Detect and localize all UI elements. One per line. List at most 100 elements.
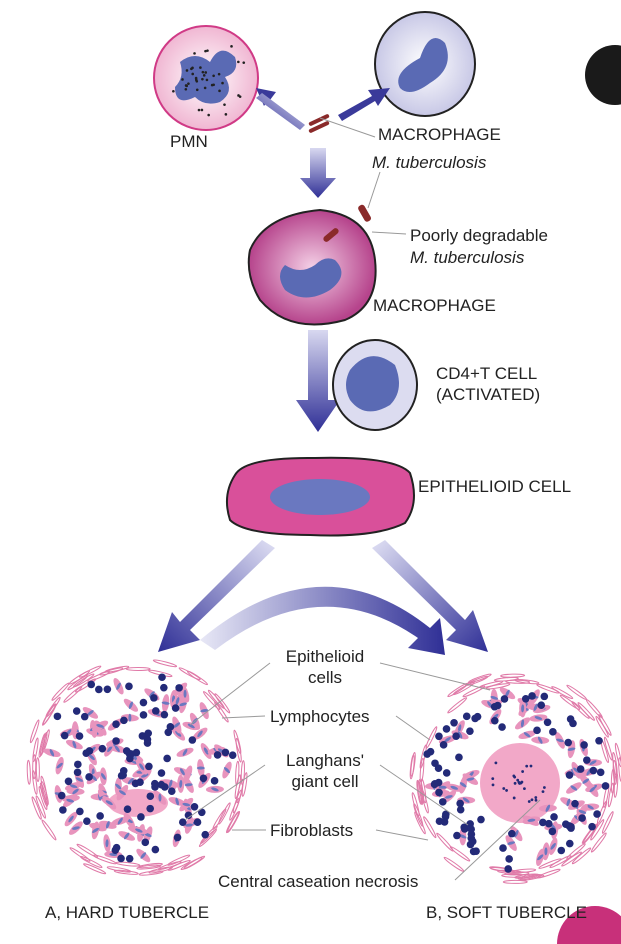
lymphocyte bbox=[151, 845, 160, 854]
lymphocyte bbox=[589, 766, 598, 775]
fibroblast bbox=[421, 789, 429, 814]
hard-tubercle bbox=[26, 659, 248, 876]
fibroblast bbox=[218, 802, 231, 825]
necrotic-debris bbox=[534, 798, 538, 802]
fibroblast bbox=[416, 779, 423, 805]
lymphocyte bbox=[500, 695, 509, 703]
label-poorly-m-tuberculosis: M. tuberculosis bbox=[410, 248, 525, 267]
macrophage-cell bbox=[374, 11, 476, 117]
label-langhans-line2: giant cell bbox=[291, 772, 359, 791]
granule bbox=[205, 78, 209, 82]
lymphocyte bbox=[98, 744, 107, 753]
granule bbox=[187, 82, 190, 85]
lymphocyte bbox=[431, 759, 439, 768]
pmn-cell bbox=[153, 25, 259, 131]
lymphocyte bbox=[74, 760, 82, 769]
granule bbox=[242, 61, 246, 64]
lymphocyte bbox=[565, 771, 574, 779]
granule bbox=[185, 84, 189, 88]
granule bbox=[230, 45, 233, 48]
necrotic-debris bbox=[491, 777, 495, 780]
corner-badge-bottom bbox=[557, 906, 621, 944]
fibroblast bbox=[183, 855, 206, 870]
fibroblast bbox=[410, 751, 416, 777]
lymphocyte bbox=[430, 780, 439, 789]
lymphocyte bbox=[583, 756, 591, 764]
lymphocyte bbox=[549, 728, 557, 736]
lymphocyte bbox=[87, 680, 96, 689]
necrotic-debris bbox=[541, 790, 545, 794]
arrow-to-macrophage bbox=[338, 88, 390, 121]
lymphocyte bbox=[112, 843, 121, 852]
lymphocyte bbox=[423, 750, 431, 758]
lymphocyte bbox=[477, 815, 485, 824]
arrow-to-pmn bbox=[256, 88, 305, 125]
lymphocyte bbox=[435, 732, 443, 741]
granule bbox=[204, 71, 208, 74]
lymphocyte bbox=[60, 731, 69, 740]
fibroblast bbox=[99, 667, 124, 676]
fibroblast bbox=[502, 879, 528, 884]
granule bbox=[223, 103, 226, 106]
lymphocyte bbox=[498, 723, 506, 731]
lymphocyte bbox=[80, 712, 89, 721]
lymphocyte bbox=[150, 694, 158, 702]
granule bbox=[191, 66, 194, 70]
lymphocyte bbox=[473, 712, 482, 721]
fibroblast bbox=[536, 683, 560, 694]
granule bbox=[202, 74, 206, 77]
label-macrophage: MACROPHAGE bbox=[378, 125, 501, 144]
lymphocyte bbox=[76, 807, 84, 816]
fibroblast bbox=[40, 775, 48, 801]
lymphocyte bbox=[112, 720, 120, 728]
fibroblast bbox=[76, 843, 99, 858]
granule bbox=[184, 87, 188, 91]
necrotic-debris bbox=[529, 764, 533, 768]
fibroblast bbox=[409, 754, 415, 780]
fibroblast bbox=[601, 811, 614, 834]
fibroblast bbox=[452, 681, 475, 696]
fibroblast bbox=[485, 683, 511, 690]
fibroblast bbox=[45, 696, 61, 718]
necrotic-debris bbox=[520, 780, 524, 784]
lymphocyte bbox=[439, 741, 448, 749]
lymphocyte bbox=[528, 692, 536, 700]
lymphocyte bbox=[561, 820, 570, 828]
lymphocyte bbox=[493, 701, 502, 710]
lymphocyte bbox=[521, 694, 530, 703]
arrow-to-hard-tubercle bbox=[158, 540, 275, 652]
lymphocyte bbox=[578, 814, 586, 822]
lymphocyte bbox=[72, 707, 81, 715]
fibroblast bbox=[212, 808, 227, 830]
fibroblast bbox=[551, 686, 574, 700]
fibroblast bbox=[233, 729, 242, 754]
fibroblast bbox=[106, 866, 132, 873]
fibroblast bbox=[31, 796, 42, 820]
fibroblast bbox=[83, 863, 107, 875]
fibroblast bbox=[235, 737, 242, 763]
lymphocyte bbox=[456, 799, 464, 808]
lymphocyte bbox=[146, 792, 155, 801]
lymphocyte bbox=[499, 844, 507, 852]
label-langhans: Langhans'giant cell bbox=[268, 750, 382, 792]
label-activated: (ACTIVATED) bbox=[436, 385, 541, 404]
lymphocyte bbox=[151, 783, 159, 791]
arrow-to-soft-tubercle bbox=[372, 540, 488, 652]
fibroblast bbox=[607, 782, 615, 808]
fibroblast bbox=[29, 719, 40, 744]
lymphocyte bbox=[125, 682, 133, 691]
granule bbox=[237, 60, 240, 64]
lymphocyte bbox=[138, 732, 147, 740]
lymphocyte bbox=[64, 777, 73, 786]
label-poorly-degradable: Poorly degradable bbox=[410, 226, 548, 245]
lymphocyte bbox=[588, 822, 596, 831]
label-m-tuberculosis: M. tuberculosis bbox=[372, 153, 487, 172]
granule bbox=[195, 88, 199, 92]
fibroblast bbox=[536, 868, 561, 879]
fibroblast bbox=[41, 729, 50, 754]
lymphocyte bbox=[184, 811, 193, 820]
fibroblast bbox=[423, 816, 437, 839]
